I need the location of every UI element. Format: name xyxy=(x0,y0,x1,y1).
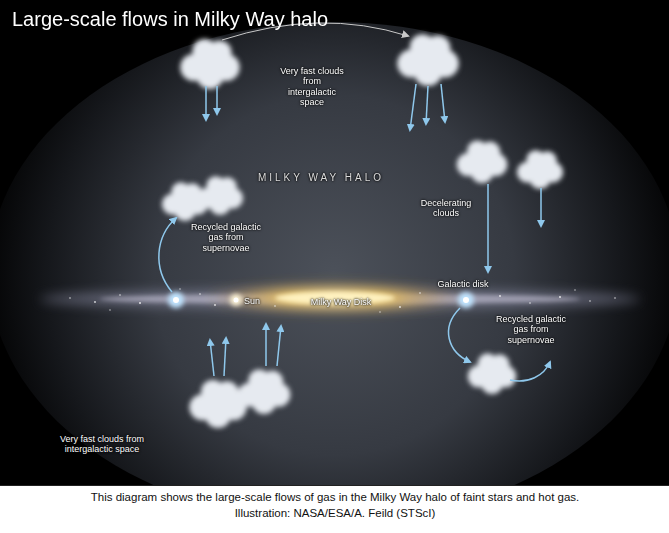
sun-label: Sun xyxy=(244,296,274,306)
gas-clouds xyxy=(162,34,563,428)
cloud-label: Very fast clouds from intergalactic spac… xyxy=(280,66,344,107)
halo-label: MILKY WAY HALO xyxy=(236,172,406,184)
galactic-disk xyxy=(40,282,640,314)
figure-caption: This diagram shows the large-scale flows… xyxy=(70,490,600,521)
recycled-gas-label: Recycled galactic gas from supernovae xyxy=(190,222,262,253)
halo-glow xyxy=(0,22,669,485)
recycled-gas-label: Recycled galactic gas from supernovae xyxy=(492,314,570,345)
cloud-label: Very fast clouds from intergalactic spac… xyxy=(56,434,148,455)
flow-arrows xyxy=(159,84,550,381)
decelerating-label: Decelerating clouds xyxy=(412,198,480,219)
bright-spots xyxy=(168,292,474,308)
diagram-title: Large-scale flows in Milky Way halo xyxy=(12,8,328,31)
galactic-disk-label: Galactic disk xyxy=(430,279,496,289)
disk-label: Milky Way Disk xyxy=(306,297,376,307)
